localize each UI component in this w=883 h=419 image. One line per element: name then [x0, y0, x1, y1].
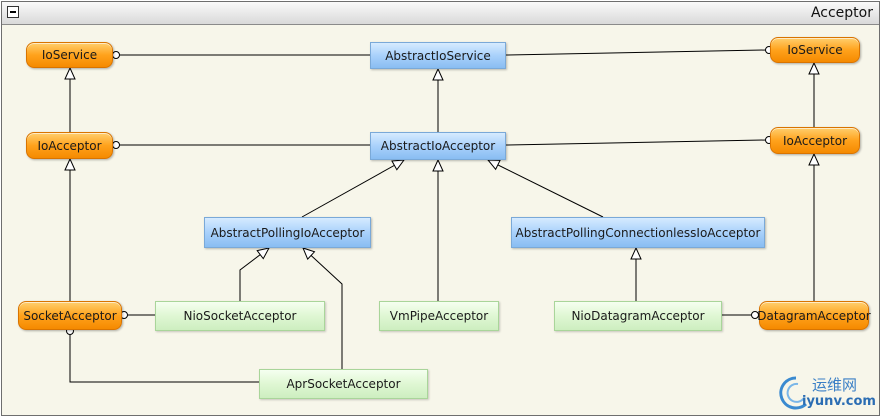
edge-nio-socket-extends-abstract-polling	[239, 247, 270, 301]
node-socket-acceptor[interactable]: SocketAcceptor	[18, 301, 122, 330]
node-vmpipe-acceptor[interactable]: VmPipeAcceptor	[379, 301, 499, 331]
watermark-name: 运维网	[812, 376, 858, 394]
watermark: 运维网 iyunv.com	[776, 372, 881, 416]
watermark-url: iyunv.com	[802, 394, 876, 409]
edge-abstract-polling-connectionless-extends-abstract-ioacceptor	[486, 159, 604, 218]
node-datagram-acceptor[interactable]: DatagramAcceptor	[757, 301, 871, 330]
node-nio-socket-acceptor[interactable]: NioSocketAcceptor	[155, 301, 325, 331]
node-ioservice-left[interactable]: IoService	[26, 42, 113, 68]
edge-abstract-ioservice-to-ioservice-right	[505, 49, 767, 56]
lollipop-ioacceptor-left	[112, 141, 120, 149]
watermark-logo-icon	[779, 376, 808, 410]
title-bar: Acceptor	[2, 2, 879, 25]
node-abstract-ioservice[interactable]: AbstractIoService	[370, 42, 506, 69]
node-nio-datagram-acceptor[interactable]: NioDatagramAcceptor	[554, 301, 722, 331]
node-abstract-polling-ioacceptor[interactable]: AbstractPollingIoAcceptor	[204, 217, 371, 248]
edge-apr-socket-to-socket-acceptor	[69, 335, 259, 383]
window-title: Acceptor	[810, 5, 873, 21]
node-ioservice-right[interactable]: IoService	[770, 37, 860, 63]
node-apr-socket-acceptor[interactable]: AprSocketAcceptor	[259, 369, 428, 399]
node-ioacceptor-left[interactable]: IoAcceptor	[26, 132, 113, 159]
collapse-button[interactable]	[7, 6, 19, 18]
edge-abstract-polling-extends-abstract-ioacceptor	[301, 159, 406, 218]
edge-abstract-ioacceptor-to-ioacceptor-right	[505, 139, 767, 146]
edge-apr-socket-extends-abstract-polling	[302, 247, 343, 369]
lollipop-datagram-acceptor	[751, 311, 759, 319]
lollipop-ioservice-left	[112, 51, 120, 59]
node-abstract-polling-connectionless-ioacceptor[interactable]: AbstractPollingConnectionlessIoAcceptor	[511, 217, 765, 248]
node-ioacceptor-right[interactable]: IoAcceptor	[770, 127, 860, 154]
node-abstract-ioacceptor[interactable]: AbstractIoAcceptor	[370, 132, 506, 160]
